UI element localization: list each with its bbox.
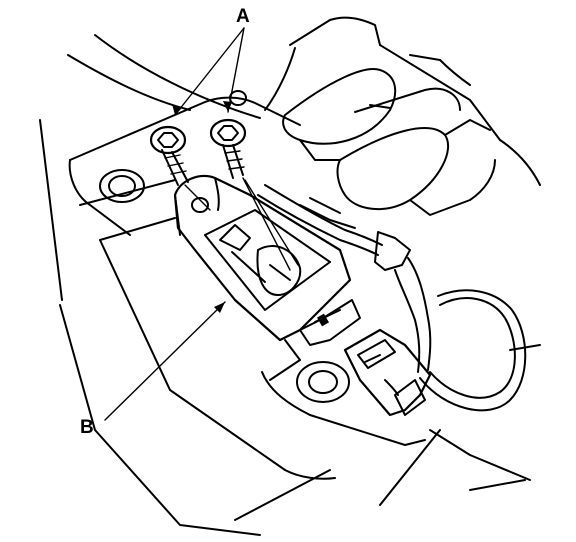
leader-line-b <box>104 301 226 421</box>
bolt-guide-lines <box>184 177 299 271</box>
leader-line-a-left <box>174 27 245 116</box>
leader-line-a-right <box>227 27 245 113</box>
wire-harness <box>257 184 541 412</box>
arrowhead-b <box>214 302 225 313</box>
callout-b: B <box>80 301 226 438</box>
upper-housing <box>264 16 541 216</box>
bolt-a-right <box>209 118 247 179</box>
bolt-boss-left <box>99 169 145 203</box>
sensor-b <box>173 174 361 361</box>
callout-label-a: A <box>236 6 250 27</box>
arrowhead-a-left <box>172 104 181 115</box>
arrowhead-a-right <box>223 101 232 112</box>
callout-label-b: B <box>80 417 94 438</box>
callout-a: A <box>172 6 250 116</box>
bolt-boss-right <box>296 361 350 403</box>
connector <box>343 328 432 417</box>
bolt-a-left <box>149 125 189 186</box>
